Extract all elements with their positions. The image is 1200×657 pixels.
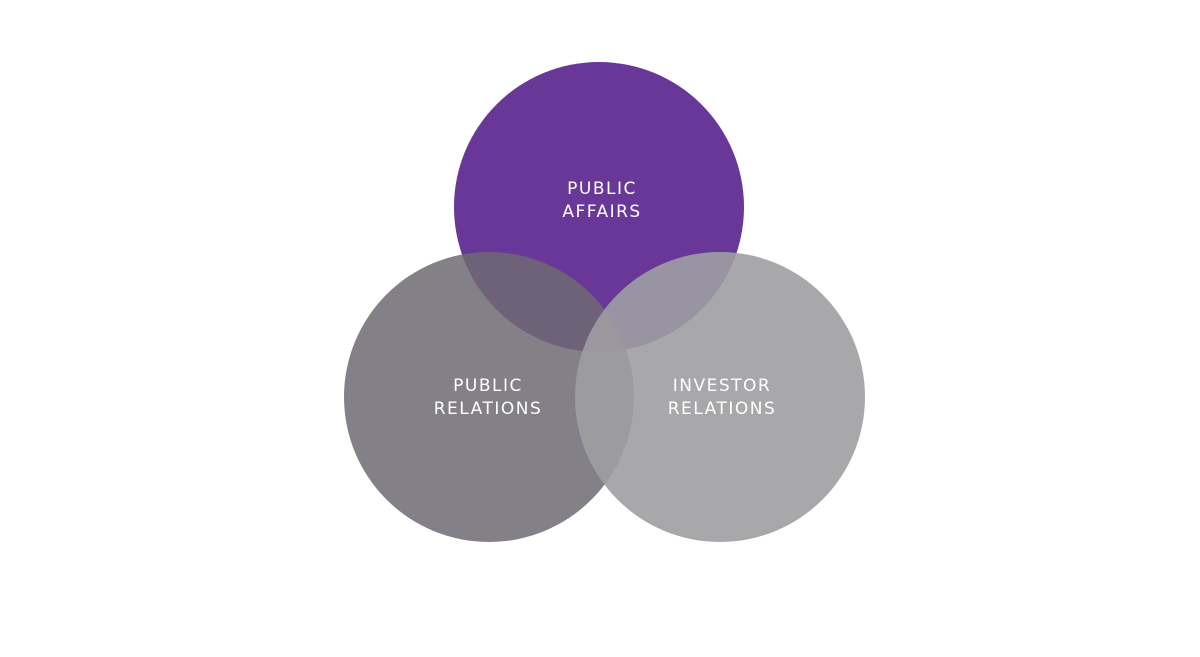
circle-investor-relations — [575, 252, 865, 542]
